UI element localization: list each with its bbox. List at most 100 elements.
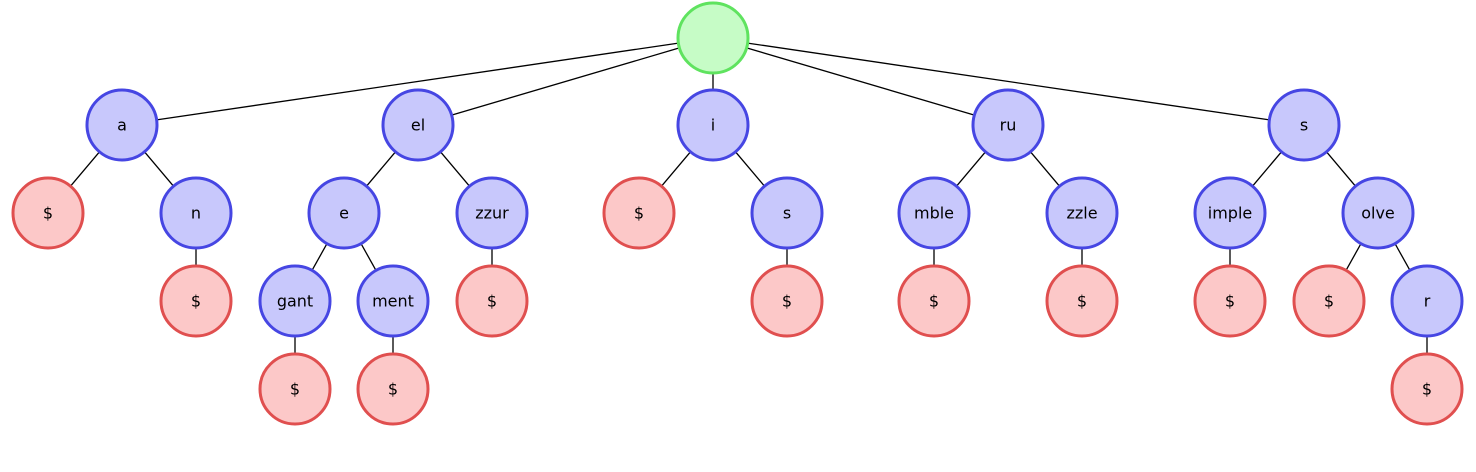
end-node-circle: [1292, 264, 1366, 338]
trie-node-gant: gant: [258, 264, 332, 338]
trie-node-imple: imple: [1193, 176, 1267, 250]
edge-el-to-zzur: [440, 151, 470, 187]
end-node-label: $: [1324, 292, 1334, 311]
end-node-circle: [750, 264, 824, 338]
end-node-label: $: [1422, 380, 1432, 399]
trie-node-zzle-circle: [1045, 176, 1119, 250]
edge-olve-to-r: [1394, 243, 1411, 271]
trie-node-i-label: i: [711, 116, 715, 135]
trie-node-olve-label: olve: [1361, 204, 1395, 223]
end-node: $: [750, 264, 824, 338]
edge-i-to-s: [735, 151, 765, 187]
end-node-label: $: [1077, 292, 1087, 311]
trie-node-zzle-label: zzle: [1066, 204, 1097, 223]
trie-node-mble-circle: [897, 176, 971, 250]
edge-s-to-olve: [1326, 151, 1356, 187]
edge-s-to-imple: [1252, 151, 1282, 187]
trie-node-a-circle: [85, 88, 159, 162]
edge-olve-to-end: [1345, 243, 1362, 271]
trie-node-s-label: s: [783, 204, 791, 223]
end-node-circle: [602, 176, 676, 250]
end-node-circle: [159, 264, 233, 338]
end-node: $: [1292, 264, 1366, 338]
trie-node-r: r: [1390, 264, 1464, 338]
edge-e-to-ment: [360, 243, 377, 271]
end-node-label: $: [929, 292, 939, 311]
trie-node-ment-label: ment: [372, 292, 414, 311]
trie-node-s: s: [1267, 88, 1341, 162]
edge-ru-to-zzle: [1030, 151, 1060, 187]
end-node: $: [356, 352, 430, 426]
end-node-label: $: [1225, 292, 1235, 311]
trie-node-ru-circle: [971, 88, 1045, 162]
trie-node-s-circle: [750, 176, 824, 250]
end-node-label: $: [290, 380, 300, 399]
trie-node-n-circle: [159, 176, 233, 250]
end-node: $: [159, 264, 233, 338]
end-node-label: $: [388, 380, 398, 399]
edge-ru-to-mble: [956, 151, 986, 187]
trie-node-ru-label: ru: [1000, 116, 1017, 135]
trie-node-i-circle: [676, 88, 750, 162]
trie-node-ment: ment: [356, 264, 430, 338]
trie-node-olve-circle: [1341, 176, 1415, 250]
end-node: $: [1045, 264, 1119, 338]
end-node-circle: [1045, 264, 1119, 338]
edges-layer: [70, 42, 1428, 354]
trie-node-ru: ru: [971, 88, 1045, 162]
trie-node-r-circle: [1390, 264, 1464, 338]
trie-node-e-circle: [307, 176, 381, 250]
edge-root-to-s: [747, 42, 1270, 121]
trie-node-zzur-circle: [455, 176, 529, 250]
trie-node-i: i: [676, 88, 750, 162]
trie-node-r-label: r: [1424, 292, 1431, 311]
trie-node-e: e: [307, 176, 381, 250]
edge-root-to-ru: [746, 47, 975, 116]
edge-i-to-end: [661, 151, 691, 187]
edge-a-to-end: [70, 151, 100, 187]
trie-node-zzle: zzle: [1045, 176, 1119, 250]
trie-node-mble-label: mble: [914, 204, 954, 223]
trie-node-a: a: [85, 88, 159, 162]
trie-node-gant-circle: [258, 264, 332, 338]
end-node-label: $: [487, 292, 497, 311]
trie-node-n-label: n: [191, 204, 201, 223]
end-node-label: $: [43, 204, 53, 223]
end-node-circle: [258, 352, 332, 426]
end-node-label: $: [782, 292, 792, 311]
trie-node-olve: olve: [1341, 176, 1415, 250]
end-node: $: [1193, 264, 1267, 338]
trie-node-zzur: zzur: [455, 176, 529, 250]
trie-node-gant-label: gant: [277, 292, 313, 311]
end-node: $: [897, 264, 971, 338]
root-node-circle: [676, 1, 750, 75]
trie-node-imple-circle: [1193, 176, 1267, 250]
trie-node-s-label: s: [1300, 116, 1308, 135]
end-node: $: [602, 176, 676, 250]
end-node: $: [1390, 352, 1464, 426]
end-node-label: $: [191, 292, 201, 311]
trie-node-a-label: a: [117, 116, 127, 135]
trie-node-el: el: [381, 88, 455, 162]
root-node: [676, 1, 750, 75]
trie-node-s-circle: [1267, 88, 1341, 162]
end-node: $: [258, 352, 332, 426]
end-node-circle: [1193, 264, 1267, 338]
end-node-circle: [1390, 352, 1464, 426]
trie-node-mble: mble: [897, 176, 971, 250]
trie-node-el-label: el: [411, 116, 425, 135]
edge-root-to-el: [451, 47, 680, 116]
end-node-circle: [356, 352, 430, 426]
trie-node-n: n: [159, 176, 233, 250]
trie-node-ment-circle: [356, 264, 430, 338]
trie-node-imple-label: imple: [1208, 204, 1252, 223]
end-node-circle: [11, 176, 85, 250]
edge-e-to-gant: [311, 243, 328, 271]
trie-node-e-label: e: [339, 204, 349, 223]
edge-root-to-a: [156, 42, 679, 121]
trie-node-s: s: [750, 176, 824, 250]
end-node-circle: [455, 264, 529, 338]
edge-el-to-e: [366, 151, 396, 187]
end-node: $: [455, 264, 529, 338]
